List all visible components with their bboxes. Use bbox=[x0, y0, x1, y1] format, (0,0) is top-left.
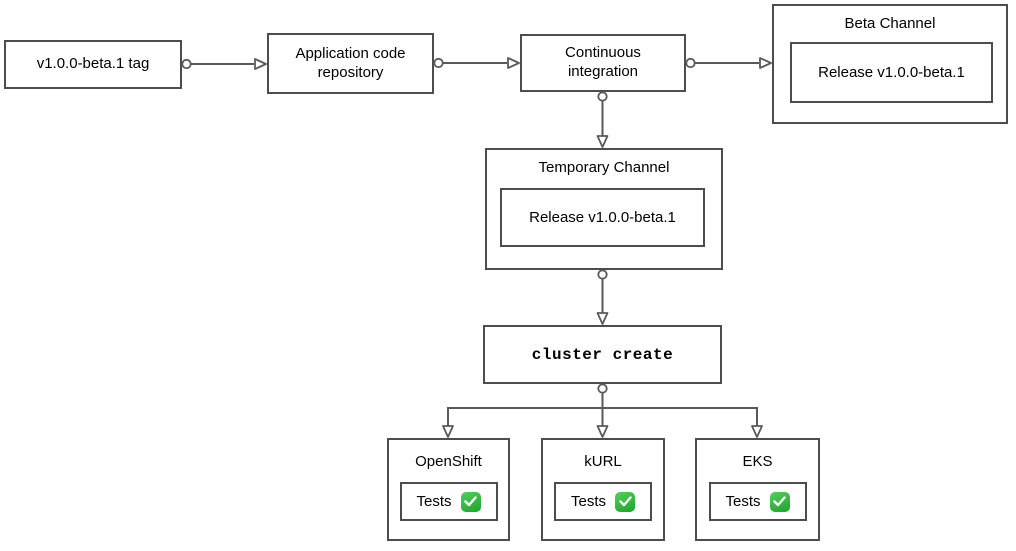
eks-tests-box: Tests bbox=[708, 482, 807, 521]
temporary-channel-title: Temporary Channel bbox=[538, 159, 670, 176]
node-version-tag: v1.0.0-beta.1 tag bbox=[4, 40, 182, 89]
openshift-tests-label: Tests bbox=[416, 493, 452, 510]
connector-cluster-create-to-platforms bbox=[442, 383, 763, 438]
check-mark-icon bbox=[460, 491, 481, 512]
kurl-title: kURL bbox=[584, 453, 622, 470]
openshift-tests-box: Tests bbox=[399, 482, 498, 521]
platform-openshift: OpenShift Tests bbox=[387, 438, 510, 541]
platform-eks: EKS Tests bbox=[695, 438, 820, 541]
container-temporary-channel: Temporary Channel Release v1.0.0-beta.1 bbox=[485, 148, 723, 270]
cluster-create-label: cluster create bbox=[531, 345, 674, 364]
temporary-channel-release-box: Release v1.0.0-beta.1 bbox=[500, 188, 705, 247]
connector-ci-to-beta-channel bbox=[685, 57, 772, 69]
connector-repo-to-ci bbox=[433, 57, 520, 69]
openshift-title: OpenShift bbox=[415, 453, 482, 470]
kurl-tests-label: Tests bbox=[570, 493, 606, 510]
node-continuous-integration: Continuous integration bbox=[520, 34, 686, 92]
temporary-channel-release-label: Release v1.0.0-beta.1 bbox=[529, 209, 676, 226]
eks-tests-label: Tests bbox=[725, 493, 761, 510]
continuous-integration-label: Continuous integration bbox=[565, 44, 641, 80]
beta-channel-release-label: Release v1.0.0-beta.1 bbox=[818, 64, 965, 81]
version-tag-label: v1.0.0-beta.1 tag bbox=[36, 55, 150, 73]
connector-temp-channel-to-cluster-create bbox=[596, 269, 609, 325]
beta-channel-release-box: Release v1.0.0-beta.1 bbox=[790, 42, 993, 103]
kurl-tests-box: Tests bbox=[554, 482, 652, 521]
node-application-code-repository: Application code repository bbox=[267, 33, 434, 94]
application-code-repository-label: Application code repository bbox=[295, 44, 406, 81]
check-mark-icon bbox=[769, 491, 790, 512]
platform-kurl: kURL Tests bbox=[541, 438, 665, 541]
container-beta-channel: Beta Channel Release v1.0.0-beta.1 bbox=[772, 4, 1008, 124]
eks-title: EKS bbox=[742, 453, 773, 470]
connector-ci-to-temp-channel bbox=[596, 91, 609, 148]
beta-channel-title: Beta Channel bbox=[844, 15, 936, 32]
connector-tag-to-repo bbox=[181, 58, 267, 70]
check-mark-icon bbox=[615, 491, 635, 512]
node-cluster-create: cluster create bbox=[483, 325, 722, 384]
